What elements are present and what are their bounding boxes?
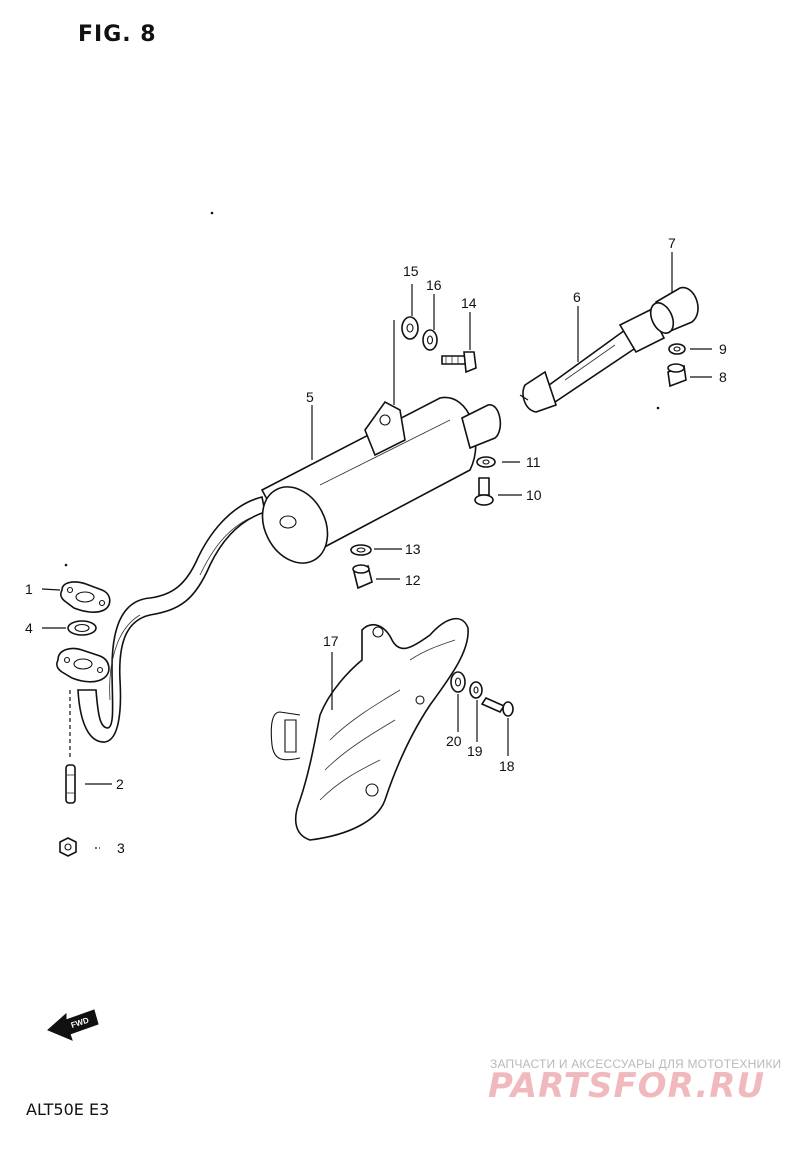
callout-5: 5 xyxy=(306,389,314,405)
callout-2: 2 xyxy=(116,776,124,792)
stud xyxy=(65,764,76,804)
callout-10: 10 xyxy=(526,487,542,503)
callout-12: 12 xyxy=(405,572,421,588)
leader-lines xyxy=(41,252,712,849)
callout-17: 17 xyxy=(323,633,339,649)
callout-labels: 1 2 3 4 5 6 7 8 9 10 11 12 13 14 15 16 1… xyxy=(25,235,727,856)
bolt-8 xyxy=(667,363,687,388)
callout-13: 13 xyxy=(405,541,421,557)
callout-19: 19 xyxy=(467,743,483,759)
callout-15: 15 xyxy=(403,263,419,279)
bolt-12 xyxy=(352,564,373,590)
pipe-flange xyxy=(56,647,110,683)
nut xyxy=(59,837,77,857)
ring-gasket xyxy=(67,620,97,636)
washer-9 xyxy=(668,343,686,355)
end-cap xyxy=(649,287,699,334)
callout-16: 16 xyxy=(426,277,442,293)
washer-11 xyxy=(476,456,496,468)
heat-shield xyxy=(270,617,469,841)
bolt-10 xyxy=(474,477,494,506)
watermark-brand: PARTSFOR.RU xyxy=(488,1066,766,1106)
callout-14: 14 xyxy=(461,295,477,311)
lock-washer-19 xyxy=(469,681,483,699)
fwd-arrow-icon: FWD xyxy=(47,1009,99,1041)
bolt-18 xyxy=(480,696,514,717)
figure-title: FIG. 8 xyxy=(78,22,157,47)
spark-arrester-pipe xyxy=(519,308,666,413)
bolt-14 xyxy=(441,351,477,374)
callout-3: 3 xyxy=(117,840,125,856)
callout-20: 20 xyxy=(446,733,462,749)
callout-18: 18 xyxy=(499,758,515,774)
callout-7: 7 xyxy=(668,235,676,251)
callout-6: 6 xyxy=(573,289,581,305)
model-code: ALT50E E3 xyxy=(26,1100,110,1119)
washer-13 xyxy=(350,544,372,556)
callout-8: 8 xyxy=(719,369,727,385)
exhaust-pipe xyxy=(77,496,266,743)
washer-15 xyxy=(401,316,419,340)
lock-washer-16 xyxy=(422,329,438,351)
washer-20 xyxy=(450,671,466,693)
watermark-subtitle: ЗАПЧАСТИ И АКСЕССУАРЫ ДЛЯ МОТОТЕХНИКИ xyxy=(490,1057,782,1071)
callout-4: 4 xyxy=(25,620,33,636)
callout-9: 9 xyxy=(719,341,727,357)
callout-11: 11 xyxy=(526,454,541,470)
gasket xyxy=(60,581,111,613)
callout-1: 1 xyxy=(25,581,33,597)
muffler xyxy=(260,396,502,564)
